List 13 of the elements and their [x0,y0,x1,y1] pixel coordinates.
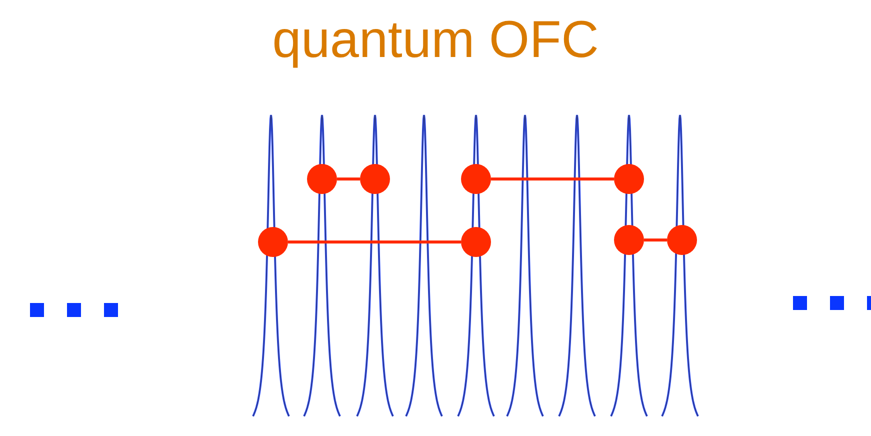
link-line [288,240,461,244]
title: quantum OFC [271,10,600,70]
link-line [337,178,360,180]
mode-dot [258,227,288,257]
mode-dot [360,164,390,194]
mode-dot [614,225,644,255]
mode-dot [614,164,644,194]
mode-dot [307,164,337,194]
link-line [644,238,667,242]
link-line [491,178,614,180]
mode-dot [461,227,491,257]
mode-dot [667,225,697,255]
mode-dot [461,164,491,194]
